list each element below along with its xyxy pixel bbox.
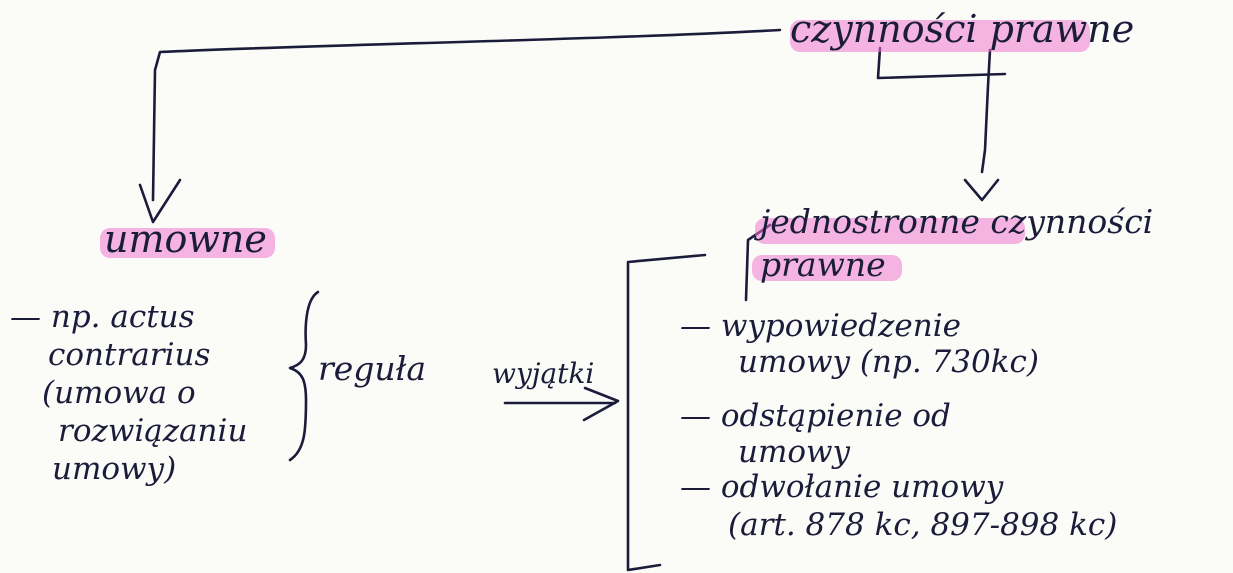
list-item: — odwołanie umowy [680,469,1004,505]
bracket-right-items [626,253,707,572]
arrowhead-jednostronne [963,178,1000,202]
highlight-umowne [100,228,275,258]
right-item-1: — wypowiedzenie umowy (np. 730kc) [680,308,1039,380]
list-item: (art. 878 kc, 897-898 kc) [728,507,1118,543]
right-item-2: — odstąpienie od umowy [680,398,951,470]
highlight-root [790,20,1090,52]
list-item: — odstąpienie od [680,398,951,434]
list-item: rozwiązaniu [58,413,248,449]
list-item: — wypowiedzenie [680,308,961,344]
list-item: umowy [738,434,851,470]
right-item-3: — odwołanie umowy (art. 878 kc, 897-898 … [680,468,1117,544]
left-branch-items: — np. actus contrarius (umowa o rozwiąza… [10,298,247,488]
highlight-prawne-right [752,255,902,281]
list-item: umowy (np. 730kc) [738,344,1039,380]
left-branch-label: umowne [104,217,267,261]
list-item: — np. actus [10,299,195,335]
root-label: czynności prawne [790,7,1135,51]
right-branch-label-line1: jednostronne czynności [760,202,1154,241]
right-branch-label-line2: prawne [760,245,886,284]
connector-root-to-umowne [151,28,782,202]
brace-note: reguła [318,349,427,388]
list-item: contrarius [48,337,211,373]
arrowhead-wyjatki [582,386,620,422]
highlight-jednostronne [755,218,1025,244]
curly-brace-left [288,290,320,462]
list-item: (umowa o [42,375,196,411]
arrowhead-umowne [138,178,182,224]
list-item: umowy) [52,451,177,487]
root-bracket [876,46,1007,174]
arrow-label-wyjatki: wyjątki [492,357,595,390]
